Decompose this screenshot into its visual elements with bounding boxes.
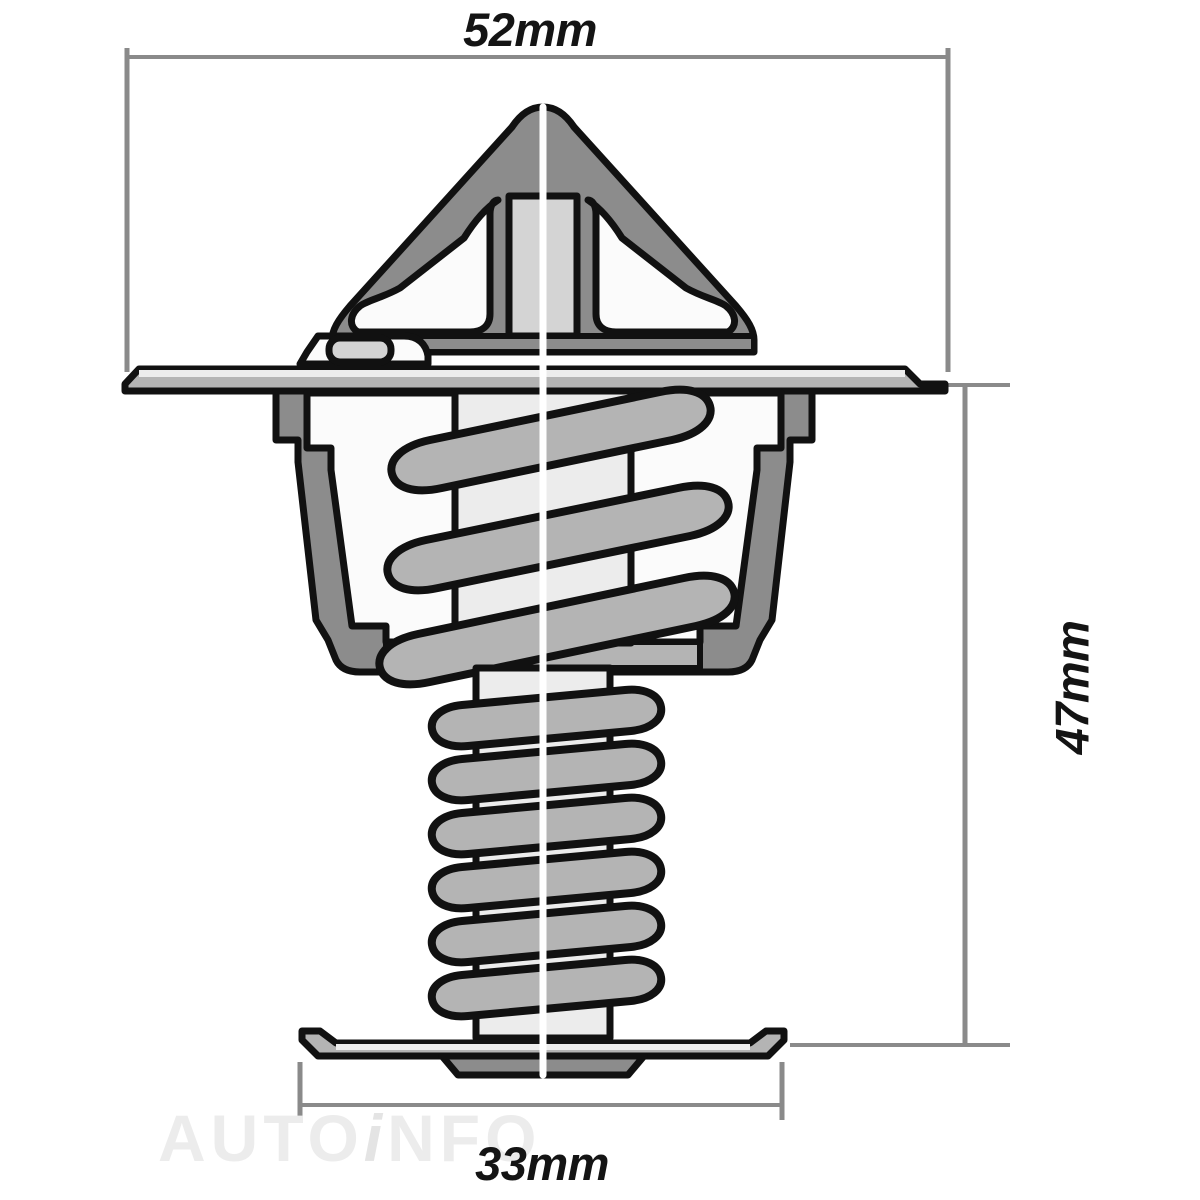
dimension-label-width-top: 52mm bbox=[463, 3, 597, 56]
part-upper-coil-spring bbox=[375, 385, 739, 689]
dimension-52mm-geometry bbox=[124, 48, 951, 372]
part-lower-coil-spring bbox=[427, 685, 666, 1021]
watermark-autoinfo: AUTOiNFO bbox=[158, 1100, 541, 1176]
dimension-lines bbox=[124, 48, 1010, 1120]
watermark-text-before: AUTO bbox=[158, 1101, 364, 1175]
thermostat-assembly bbox=[121, 103, 949, 1079]
dimension-label-width-bottom: 33mm bbox=[475, 1137, 609, 1190]
dimension-47mm-geometry bbox=[790, 383, 1010, 1047]
part-mounting-flange bbox=[121, 365, 949, 395]
dimension-label-height-right: 47mm bbox=[1045, 620, 1099, 755]
watermark-text-after: NFO bbox=[387, 1101, 542, 1175]
watermark-text-accent: i bbox=[363, 1101, 388, 1175]
dimension-33mm-geometry bbox=[297, 1062, 785, 1120]
